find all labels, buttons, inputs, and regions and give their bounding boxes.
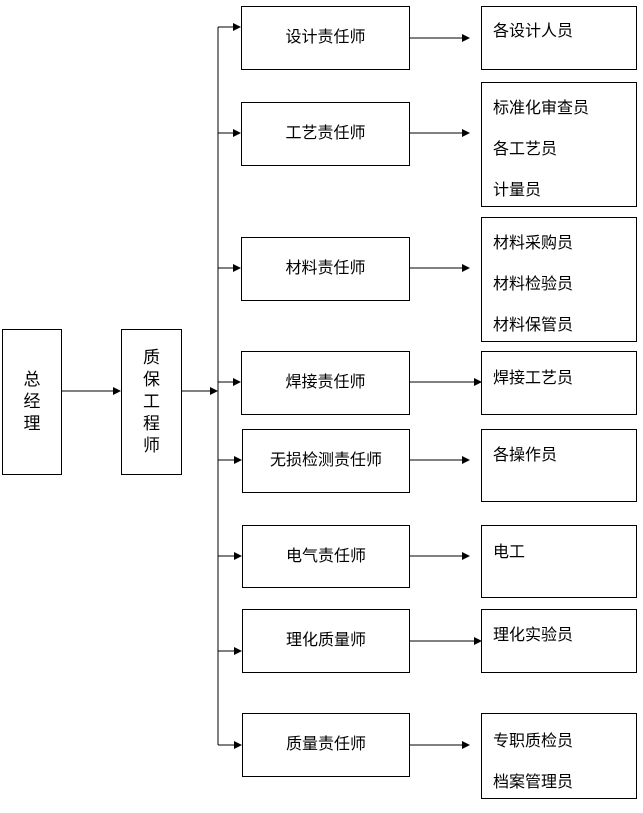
role-label: 焊接责任师 (285, 372, 366, 391)
general-manager-char: 理 (23, 414, 41, 434)
role-label: 无损检测责任师 (269, 450, 382, 469)
staff-box-design: 各设计人员 (481, 6, 637, 70)
staff-item: 电工 (493, 542, 526, 561)
staff-item: 理化实验员 (493, 625, 574, 644)
staff-item: 焊接工艺员 (493, 368, 574, 387)
staff-item: 材料保管员 (493, 315, 574, 334)
role-box-physchem: 理化质量师 (242, 609, 410, 673)
general-manager-char: 总 (23, 370, 41, 390)
staff-item: 专职质检员 (493, 731, 574, 750)
staff-box-material: 材料采购员 材料检验员 材料保管员 (481, 217, 637, 342)
role-box-welding: 焊接责任师 (241, 351, 410, 415)
role-label: 设计责任师 (285, 27, 366, 46)
role-box-quality: 质量责任师 (242, 713, 410, 777)
general-manager-char: 经 (23, 392, 41, 412)
staff-item: 档案管理员 (493, 772, 574, 791)
staff-item: 计量员 (493, 180, 542, 199)
staff-item: 各设计人员 (493, 21, 574, 40)
role-label: 材料责任师 (285, 258, 366, 277)
role-box-design: 设计责任师 (241, 6, 410, 70)
role-box-electrical: 电气责任师 (242, 525, 410, 588)
qa-engineer-char: 质 (143, 348, 160, 368)
staff-box-welding: 焊接工艺员 (481, 351, 637, 415)
role-label: 工艺责任师 (285, 123, 366, 142)
role-label: 电气责任师 (285, 545, 366, 565)
qa-engineer-char: 保 (143, 370, 160, 390)
qa-engineer-box: 质 保 工 程 师 (121, 329, 182, 475)
staff-box-ndt: 各操作员 (481, 429, 637, 502)
staff-item: 标准化审查员 (493, 98, 590, 117)
role-label: 质量责任师 (285, 734, 366, 753)
staff-box-physchem: 理化实验员 (481, 609, 637, 673)
staff-item: 各工艺员 (493, 139, 558, 158)
staff-box-process: 标准化审查员 各工艺员 计量员 (481, 82, 637, 207)
role-box-process: 工艺责任师 (241, 102, 410, 166)
role-label: 理化质量师 (285, 630, 366, 649)
qa-engineer-char: 工 (143, 392, 160, 412)
staff-item: 各操作员 (493, 445, 558, 464)
staff-box-quality: 专职质检员 档案管理员 (481, 713, 637, 799)
staff-item: 材料采购员 (493, 233, 574, 252)
general-manager-box: 总 经 理 (2, 329, 62, 475)
staff-item: 材料检验员 (493, 274, 574, 293)
qa-engineer-char: 程 (143, 414, 160, 434)
role-box-ndt: 无损检测责任师 (242, 429, 410, 493)
qa-engineer-char: 师 (143, 436, 160, 456)
role-box-material: 材料责任师 (241, 237, 410, 301)
staff-box-electrical: 电工 (481, 525, 637, 598)
